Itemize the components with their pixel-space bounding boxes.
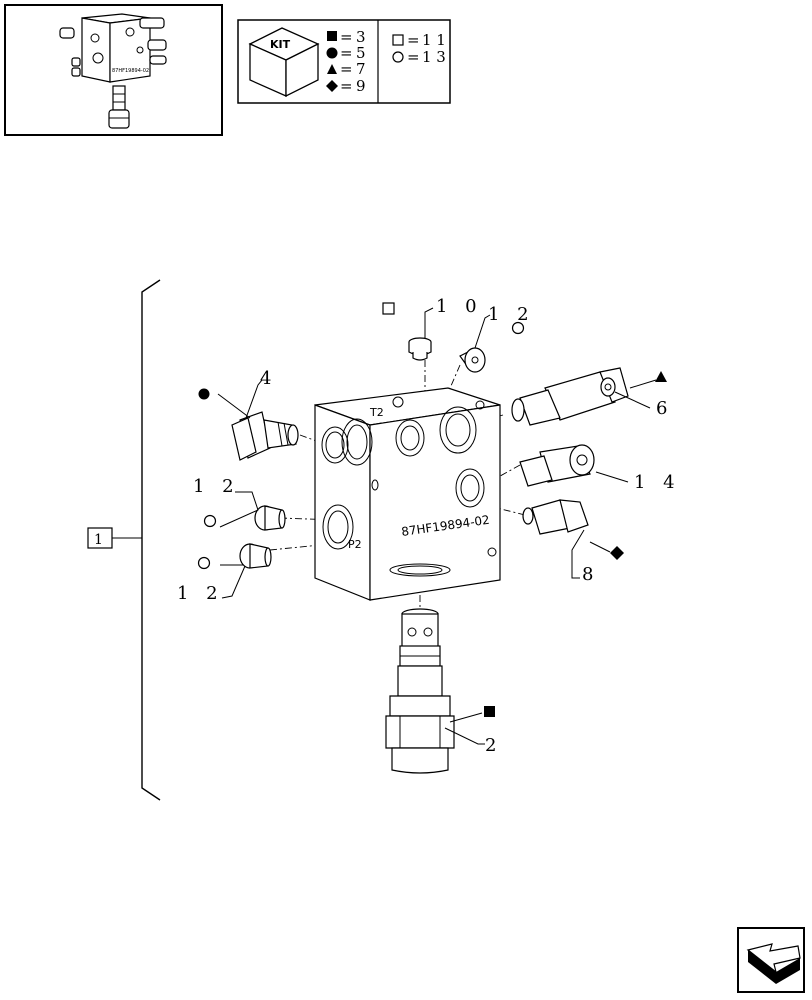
callout-12-left-upper: 1 2 bbox=[193, 476, 240, 497]
svg-text:=: = bbox=[340, 60, 353, 78]
callout-4: 4 bbox=[260, 368, 277, 389]
port-t2-label: T2 bbox=[369, 406, 384, 419]
callout-6: 6 bbox=[656, 398, 673, 419]
circle-open-icon bbox=[392, 51, 404, 63]
legend-value-5: 5 bbox=[356, 44, 366, 62]
callout-labels: 1 0 1 2 4 6 1 4 1 2 1 2 8 2 bbox=[177, 296, 681, 756]
circle-filled-icon bbox=[326, 47, 338, 59]
legend-value-13: 1 3 bbox=[422, 48, 446, 66]
kit-cube-icon: KIT bbox=[248, 27, 320, 98]
part-10-plug bbox=[408, 337, 432, 361]
square-filled-icon bbox=[484, 706, 495, 717]
callout-12-left-lower: 1 2 bbox=[177, 583, 224, 604]
triangle-filled-icon bbox=[327, 64, 337, 74]
valve-block: T2 P2 87HF19894-02 bbox=[314, 387, 501, 601]
callout-symbols bbox=[197, 302, 667, 717]
assembly-ref: 1 bbox=[94, 532, 103, 548]
next-page-arrow-icon[interactable] bbox=[737, 927, 805, 993]
callout-10: 1 0 bbox=[436, 296, 483, 317]
thumbnail-marking: 87HF19894-02 bbox=[112, 68, 149, 74]
circle-open-icon bbox=[197, 556, 211, 570]
callout-12-top: 1 2 bbox=[488, 304, 535, 325]
svg-text:=: = bbox=[407, 31, 420, 49]
part-4-cap bbox=[231, 411, 299, 461]
legend-value-7: 7 bbox=[356, 60, 366, 78]
circle-open-icon bbox=[203, 514, 217, 528]
square-open-icon bbox=[382, 302, 395, 315]
callout-2: 2 bbox=[485, 735, 502, 756]
svg-text:=: = bbox=[340, 77, 353, 95]
legend-value-11: 1 1 bbox=[422, 31, 446, 49]
part-12-left-upper-plug bbox=[254, 505, 286, 531]
legend-value-3: 3 bbox=[356, 28, 366, 46]
part-14-fitting bbox=[519, 444, 595, 487]
leaders bbox=[217, 307, 657, 745]
part-8-fitting bbox=[522, 499, 589, 535]
square-filled-icon bbox=[327, 31, 337, 41]
kit-label: KIT bbox=[270, 38, 291, 51]
diamond-filled-icon bbox=[326, 80, 338, 92]
svg-text:=: = bbox=[407, 48, 420, 66]
callout-8: 8 bbox=[582, 564, 599, 585]
circle-filled-icon bbox=[198, 388, 210, 400]
part-12-left-lower-plug bbox=[239, 543, 272, 569]
port-p2-label: P2 bbox=[348, 538, 362, 551]
part-2-cartridge bbox=[385, 608, 455, 774]
thumbnail[interactable]: 87HF19894-02 bbox=[4, 4, 223, 136]
svg-text:=: = bbox=[340, 44, 353, 62]
kit-legend: KIT = 3 = 5 = 7 = 9 = 1 1 = 1 3 bbox=[237, 19, 451, 104]
diamond-filled-icon bbox=[610, 546, 624, 560]
callout-14: 1 4 bbox=[634, 472, 681, 493]
triangle-filled-icon bbox=[655, 371, 667, 382]
circle-open-icon bbox=[511, 321, 525, 335]
part-6-cartridge bbox=[511, 367, 629, 426]
square-open-icon bbox=[392, 34, 404, 46]
part-12-top-plug bbox=[459, 347, 486, 373]
svg-text:=: = bbox=[340, 28, 353, 46]
assembly-bracket: 1 bbox=[87, 279, 161, 801]
legend-value-9: 9 bbox=[356, 77, 366, 95]
